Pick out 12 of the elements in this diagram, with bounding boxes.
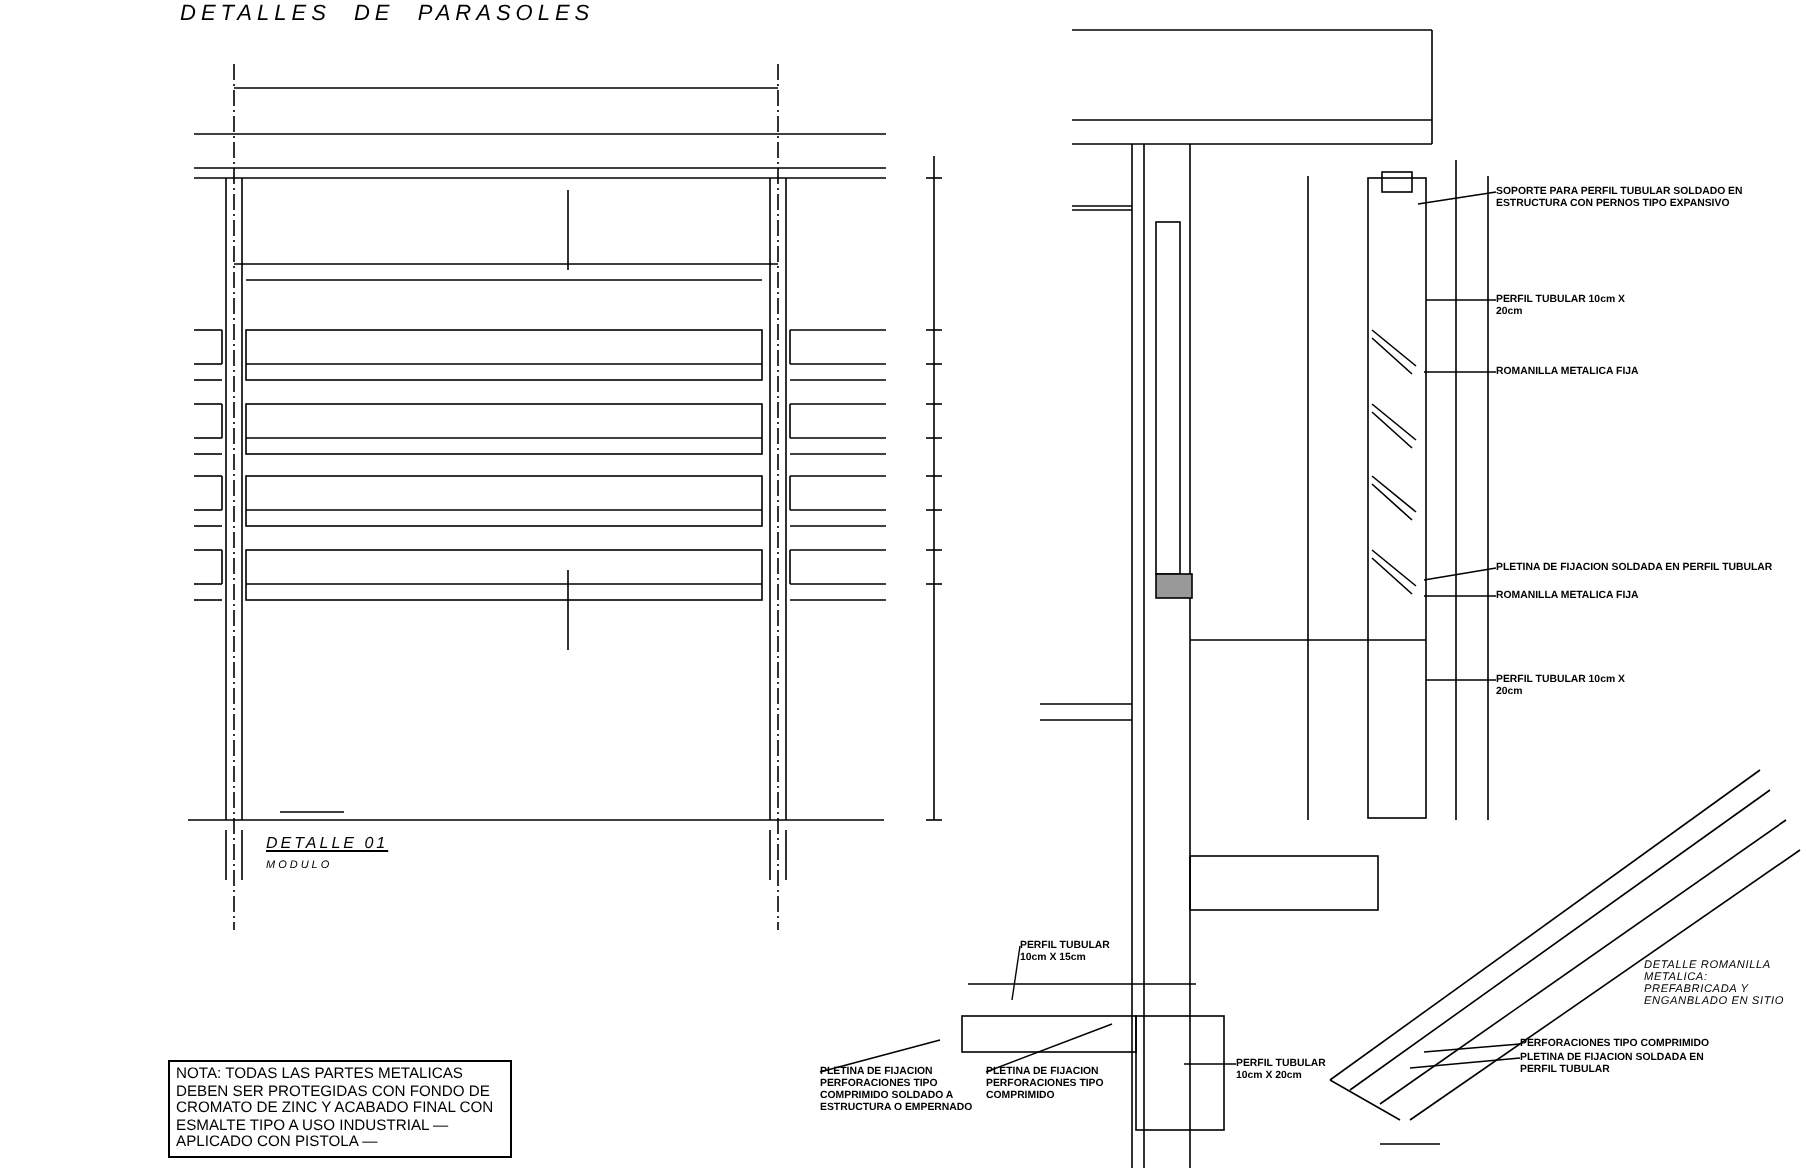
leader-line [1423,1043,1521,1053]
leader-line [1417,191,1497,205]
leader-line [1409,1057,1521,1069]
leader-line [1423,595,1497,597]
leader-line [1425,299,1497,301]
detail-label: DETALLE 01 [266,836,389,854]
leader-line [1425,679,1497,681]
leader-line [1423,371,1497,373]
drawing-title: DETALLES DE PARASOLES [180,2,595,26]
leader-line [1423,567,1497,581]
leader-line [1183,1063,1237,1065]
leader-line [1011,945,1021,1001]
